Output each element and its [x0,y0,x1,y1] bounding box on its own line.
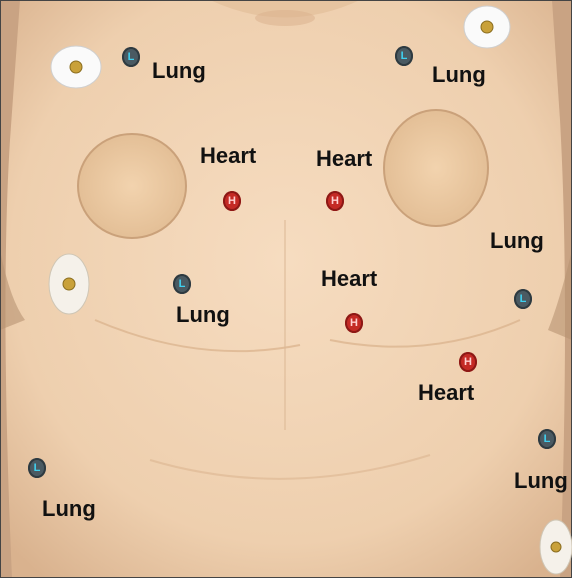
lung-sensor: L [122,47,140,67]
heart-label: Heart [418,382,474,404]
lung-label: Lung [490,230,544,252]
lung-sensor: L [28,458,46,478]
heart-label: Heart [316,148,372,170]
lung-label: Lung [42,498,96,520]
heart-sensor: H [459,352,477,372]
lung-label: Lung [514,470,568,492]
lung-sensor: L [395,46,413,66]
electrode-lower-right [536,518,572,576]
lung-sensor: L [538,429,556,449]
lung-sensor: L [514,289,532,309]
heart-sensor: H [326,191,344,211]
lung-label: Lung [152,60,206,82]
electrode-upper-right [462,4,512,50]
lung-label: Lung [432,64,486,86]
electrode-left-side [46,252,92,316]
heart-label: Heart [321,268,377,290]
lung-sensor: L [173,274,191,294]
heart-label: Heart [200,145,256,167]
heart-sensor: H [345,313,363,333]
heart-sensor: H [223,191,241,211]
electrode-upper-left [48,44,104,90]
lung-label: Lung [176,304,230,326]
